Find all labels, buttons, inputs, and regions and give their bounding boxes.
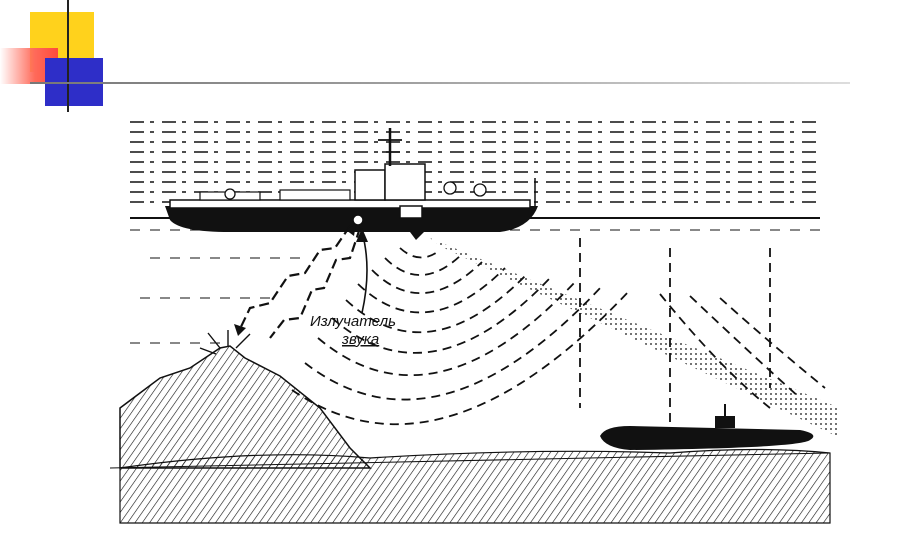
ship [165,128,538,240]
emitter-pointer-arrow [356,228,368,242]
title-divider-line [30,82,850,84]
submarine [600,404,814,450]
emitter-label-line1: Излучатель [310,313,396,330]
corner-vertical-line [67,0,69,112]
reflected-signal-zigzags [237,225,362,339]
seabed [110,448,831,524]
underwater-rock [119,330,372,469]
emitter-label-line2: звука [341,331,379,348]
water-hatching [130,229,820,344]
sonar-illustration: Излучатель звука [110,121,840,524]
emitter-pointer [361,231,368,314]
signal-arrowheads [234,224,356,336]
